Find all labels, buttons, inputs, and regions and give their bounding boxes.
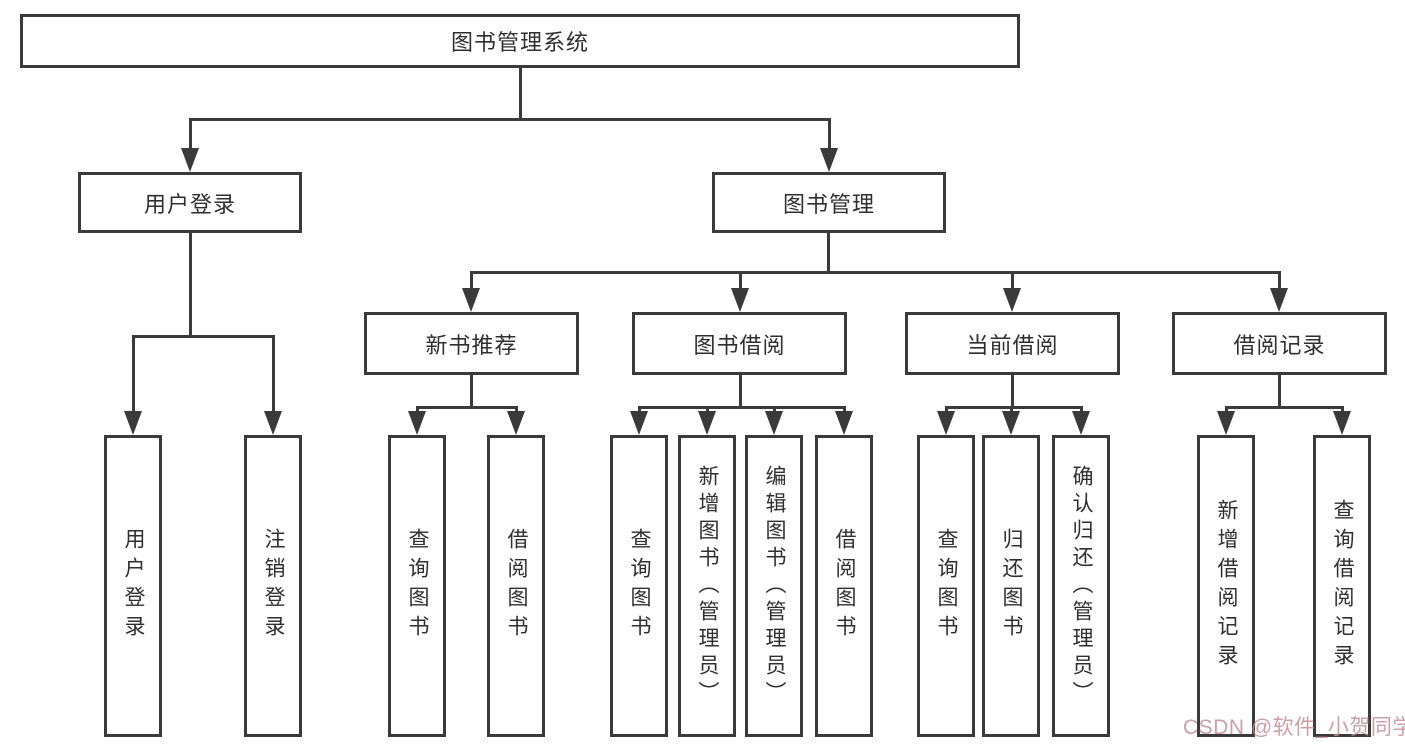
connector-line — [739, 375, 742, 408]
leaf-borrow-edit-books-admin: 编辑图书（管理员） — [745, 435, 803, 737]
connector-line — [1010, 406, 1013, 414]
node-book-management: 图书管理 — [712, 172, 946, 233]
connector-line — [843, 406, 846, 414]
arrowhead-down-icon — [1270, 288, 1288, 312]
leaf-logout-label: 注销登录 — [262, 528, 285, 644]
arrowhead-down-icon — [630, 411, 648, 435]
leaf-user-login-label: 用户登录 — [122, 528, 145, 644]
arrowhead-down-icon — [1002, 411, 1020, 435]
connector-line — [828, 118, 831, 152]
leaf-borrow-edit-books-admin-label: 编辑图书（管理员） — [763, 464, 786, 708]
connector-line — [470, 375, 473, 408]
node-borrowing-records: 借阅记录 — [1172, 312, 1387, 375]
connector-line — [519, 68, 522, 119]
arrowhead-down-icon — [765, 411, 783, 435]
connector-line — [638, 406, 641, 414]
connector-line — [827, 233, 830, 273]
leaf-records-add-record-label: 新增借阅记录 — [1215, 499, 1238, 673]
leaf-current-confirm-return-admin: 确认归还（管理员） — [1052, 435, 1110, 737]
leaf-borrow-query-books: 查询图书 — [610, 435, 668, 737]
connector-line — [515, 406, 518, 414]
connector-line — [132, 335, 275, 338]
leaf-borrow-query-books-label: 查询图书 — [628, 528, 651, 644]
arrowhead-down-icon — [264, 411, 282, 435]
node-new-book-recommend: 新书推荐 — [364, 312, 579, 375]
arrowhead-down-icon — [181, 148, 199, 172]
connector-line — [470, 271, 473, 291]
connector-line — [739, 271, 742, 291]
node-new-book-recommend-label: 新书推荐 — [425, 332, 518, 358]
leaf-user-login: 用户登录 — [104, 435, 162, 737]
arrowhead-down-icon — [835, 411, 853, 435]
arrowhead-down-icon — [124, 411, 142, 435]
connector-line — [189, 118, 831, 121]
connector-line — [638, 406, 846, 409]
arrowhead-down-icon — [507, 411, 525, 435]
leaf-records-query-record-label: 查询借阅记录 — [1331, 499, 1354, 673]
arrowhead-down-icon — [937, 411, 955, 435]
arrowhead-down-icon — [1072, 411, 1090, 435]
connector-line — [1341, 406, 1344, 414]
connector-line — [189, 118, 192, 152]
leaf-borrow-borrow-books-label: 借阅图书 — [833, 528, 856, 644]
connector-line — [1278, 271, 1281, 291]
arrowhead-down-icon — [820, 148, 838, 172]
connector-line — [706, 406, 709, 414]
connector-line — [1225, 406, 1228, 414]
connector-line — [189, 233, 192, 337]
node-current-borrowing: 当前借阅 — [905, 312, 1120, 375]
csdn-watermark: CSDN @软件_小贺同学 — [1183, 716, 1405, 739]
node-book-borrowing: 图书借阅 — [632, 312, 847, 375]
leaf-newbook-borrow-books-label: 借阅图书 — [505, 528, 528, 644]
arrowhead-down-icon — [698, 411, 716, 435]
arrowhead-down-icon — [1333, 411, 1351, 435]
leaf-current-query-books: 查询图书 — [917, 435, 975, 737]
node-book-management-label: 图书管理 — [782, 191, 875, 217]
node-root: 图书管理系统 — [20, 14, 1020, 68]
connector-line — [945, 406, 1083, 409]
connector-line — [945, 406, 948, 414]
leaf-current-query-books-label: 查询图书 — [935, 528, 958, 644]
node-user-login: 用户登录 — [78, 172, 302, 233]
leaf-current-confirm-return-admin-label: 确认归还（管理员） — [1070, 464, 1093, 708]
connector-line — [132, 335, 135, 413]
node-borrowing-records-label: 借阅记录 — [1233, 332, 1326, 358]
leaf-borrow-borrow-books: 借阅图书 — [815, 435, 873, 737]
connector-line — [773, 406, 776, 414]
arrowhead-down-icon — [731, 288, 749, 312]
node-current-borrowing-label: 当前借阅 — [966, 332, 1059, 358]
leaf-current-return-books-label: 归还图书 — [1000, 528, 1023, 644]
leaf-records-add-record: 新增借阅记录 — [1197, 435, 1255, 737]
connector-line — [1011, 375, 1014, 408]
arrowhead-down-icon — [462, 288, 480, 312]
connector-line — [1225, 406, 1344, 409]
node-book-borrowing-label: 图书借阅 — [693, 332, 786, 358]
arrowhead-down-icon — [1003, 288, 1021, 312]
arrowhead-down-icon — [1217, 411, 1235, 435]
leaf-logout: 注销登录 — [244, 435, 302, 737]
leaf-borrow-add-books-admin-label: 新增图书（管理员） — [696, 464, 719, 708]
node-user-login-label: 用户登录 — [143, 191, 236, 217]
connector-line — [416, 406, 518, 409]
connector-line — [272, 335, 275, 413]
connector-line — [470, 271, 1281, 274]
leaf-newbook-query-books-label: 查询图书 — [406, 528, 429, 644]
leaf-current-return-books: 归还图书 — [982, 435, 1040, 737]
connector-line — [1080, 406, 1083, 414]
node-root-label: 图书管理系统 — [450, 30, 589, 55]
connector-line — [416, 406, 419, 414]
leaf-newbook-query-books: 查询图书 — [388, 435, 446, 737]
leaf-records-query-record: 查询借阅记录 — [1313, 435, 1371, 737]
connector-line — [1278, 375, 1281, 408]
arrowhead-down-icon — [408, 411, 426, 435]
leaf-borrow-add-books-admin: 新增图书（管理员） — [678, 435, 736, 737]
connector-line — [1011, 271, 1014, 291]
leaf-newbook-borrow-books: 借阅图书 — [487, 435, 545, 737]
